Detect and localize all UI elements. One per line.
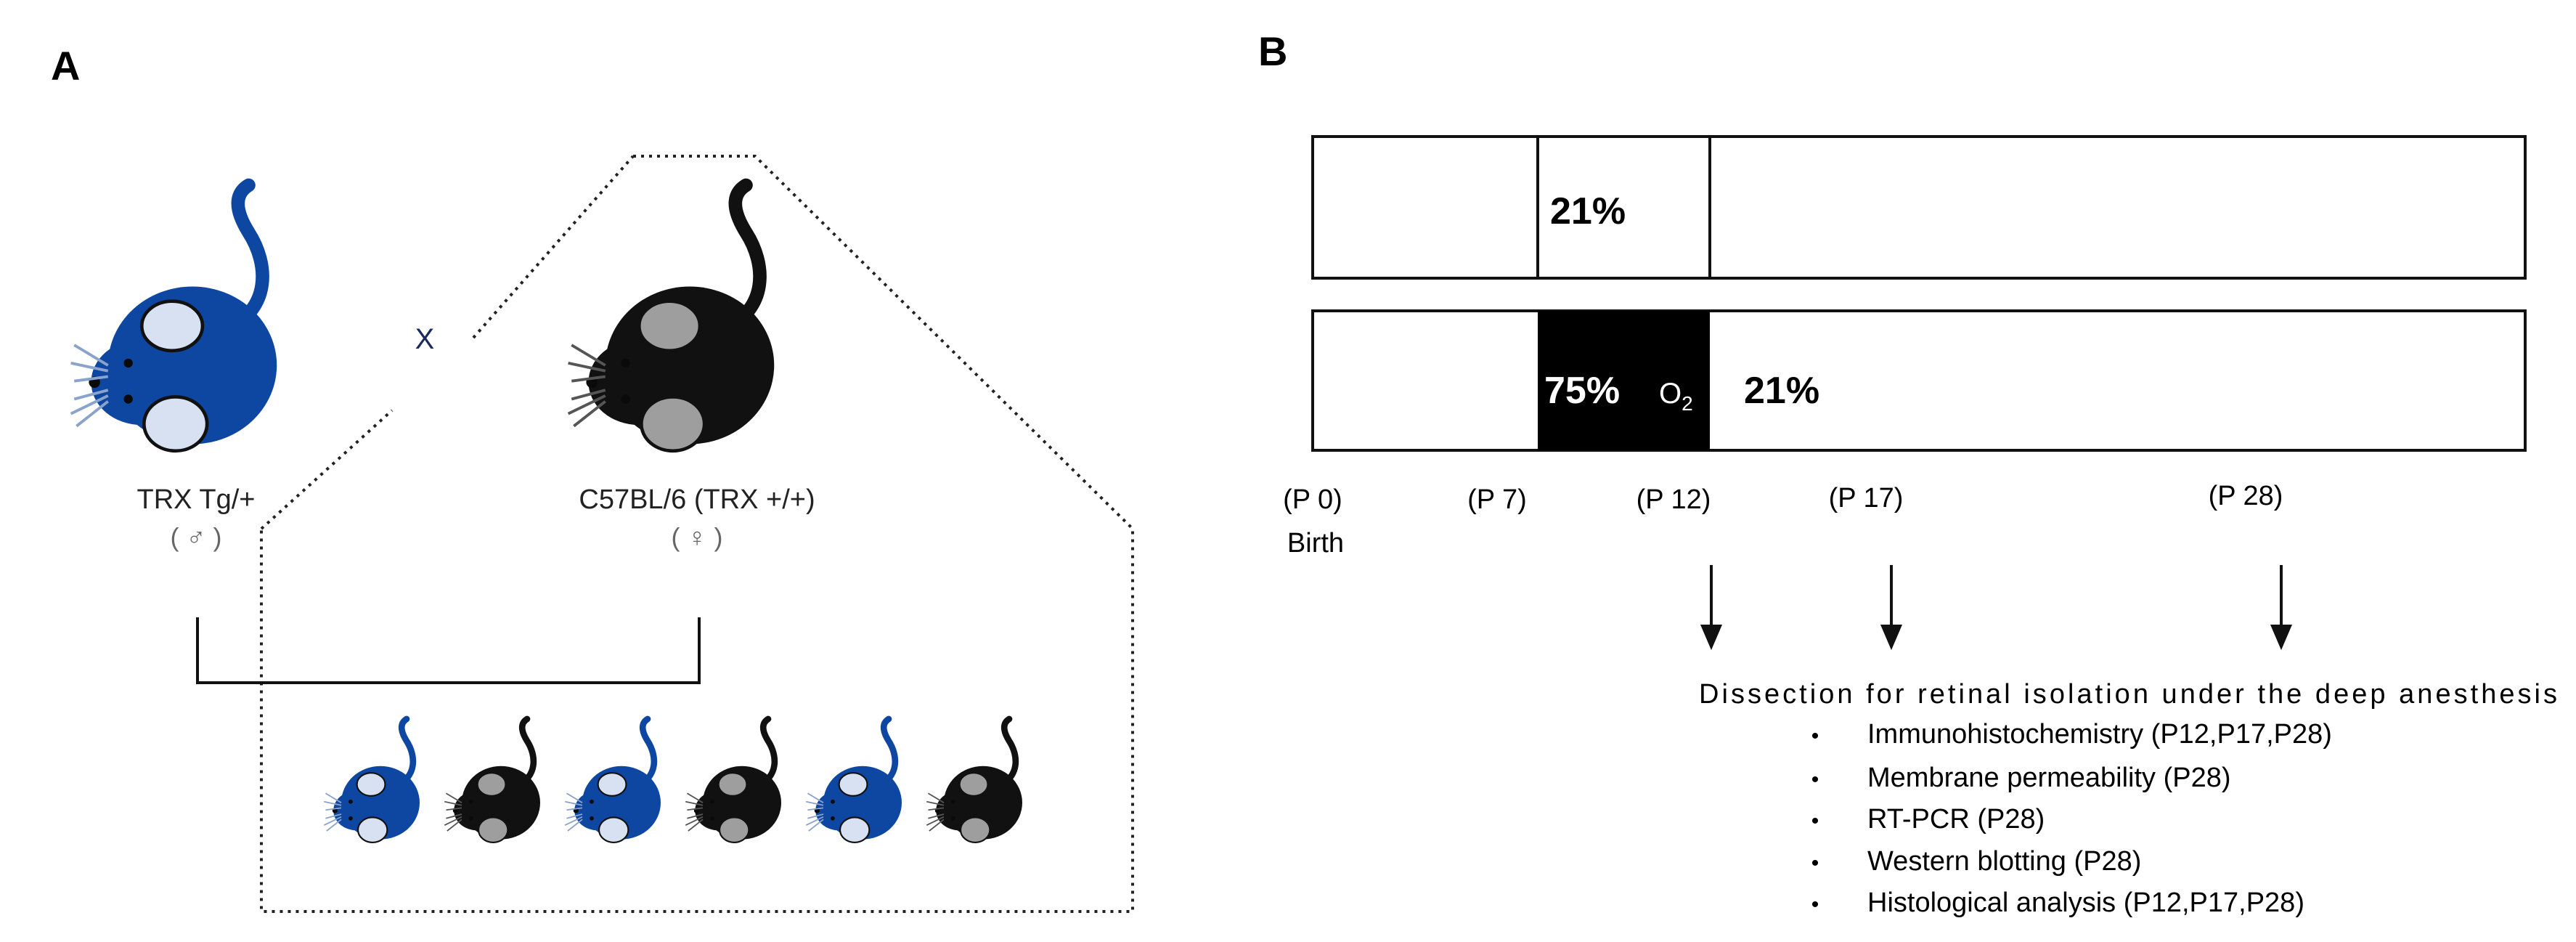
female-mouse-icon [567,178,775,453]
offspring-mouse-blue-icon [805,715,902,843]
male-mouse-icon [70,178,277,453]
timepoint-p12: (P 12) [1637,484,1711,515]
hyperoxia-gas: O2 [1659,378,1693,415]
dissection-text: Dissection for retinal isolation under t… [1699,679,2557,710]
analysis-item: Western blotting (P28) [1867,846,2141,877]
bullet: • [1811,893,1819,917]
offspring-mouse-black-icon [685,715,781,843]
cross-bracket [196,617,701,684]
bullet: • [1811,724,1819,748]
female-sex-label: ( ♀ ) [672,522,723,552]
mouse-tail [219,178,269,336]
analysis-item: Histological analysis (P12,P17,P28) [1867,888,2304,918]
bottom-bar-label: 21% [1744,370,1819,412]
offspring-mouse-black-icon [444,715,540,843]
panel-a-label: A [51,43,80,89]
analysis-item: RT-PCR (P28) [1867,804,2045,835]
offspring-row [323,715,1022,843]
timepoint-p0: (P 0) [1283,484,1342,515]
mouse-tail [875,715,899,789]
offspring-mouse-blue-icon [323,715,420,843]
mouse-tail [995,715,1019,789]
male-sex-label: ( ♂ ) [171,522,222,552]
male-genotype-label: TRX Tg/+ [137,484,256,515]
sampling-arrows [1700,565,2293,651]
cross-symbol: X [415,323,435,355]
analysis-item: Membrane permeability (P28) [1867,763,2231,793]
mouse-tail [393,715,417,789]
bullet: • [1811,851,1819,875]
analyses-list: • Immunohistochemistry (P12,P17,P28) • M… [1811,719,2332,918]
normoxia-bar [1311,135,2527,280]
oir-bar [1311,309,2527,452]
mouse-tail [513,715,537,789]
offspring-mouse-black-icon [926,715,1022,843]
panel-b-label: B [1258,28,1287,74]
timeline-labels: (P 0) Birth (P 7) (P 12) (P 17) (P 28) [1283,481,2283,559]
bullet: • [1811,809,1819,833]
dotted-outline [260,155,1134,913]
top-bar-label: 21% [1550,190,1626,232]
timepoint-p7: (P 7) [1467,484,1527,515]
female-genotype-label: C57BL/6 (TRX +/+) [579,484,815,515]
mouse-tail [754,715,778,789]
bullet: • [1811,768,1819,792]
timepoint-p0-birth: Birth [1287,528,1344,559]
hyperoxia-block [1538,311,1710,450]
analysis-item: Immunohistochemistry (P12,P17,P28) [1867,719,2332,750]
timepoint-p17: (P 17) [1829,483,1904,513]
offspring-mouse-blue-icon [564,715,661,843]
timepoint-p28: (P 28) [2209,481,2283,511]
mouse-tail [634,715,658,789]
hyperoxia-value: 75% [1544,370,1620,412]
mouse-tail [717,178,767,336]
